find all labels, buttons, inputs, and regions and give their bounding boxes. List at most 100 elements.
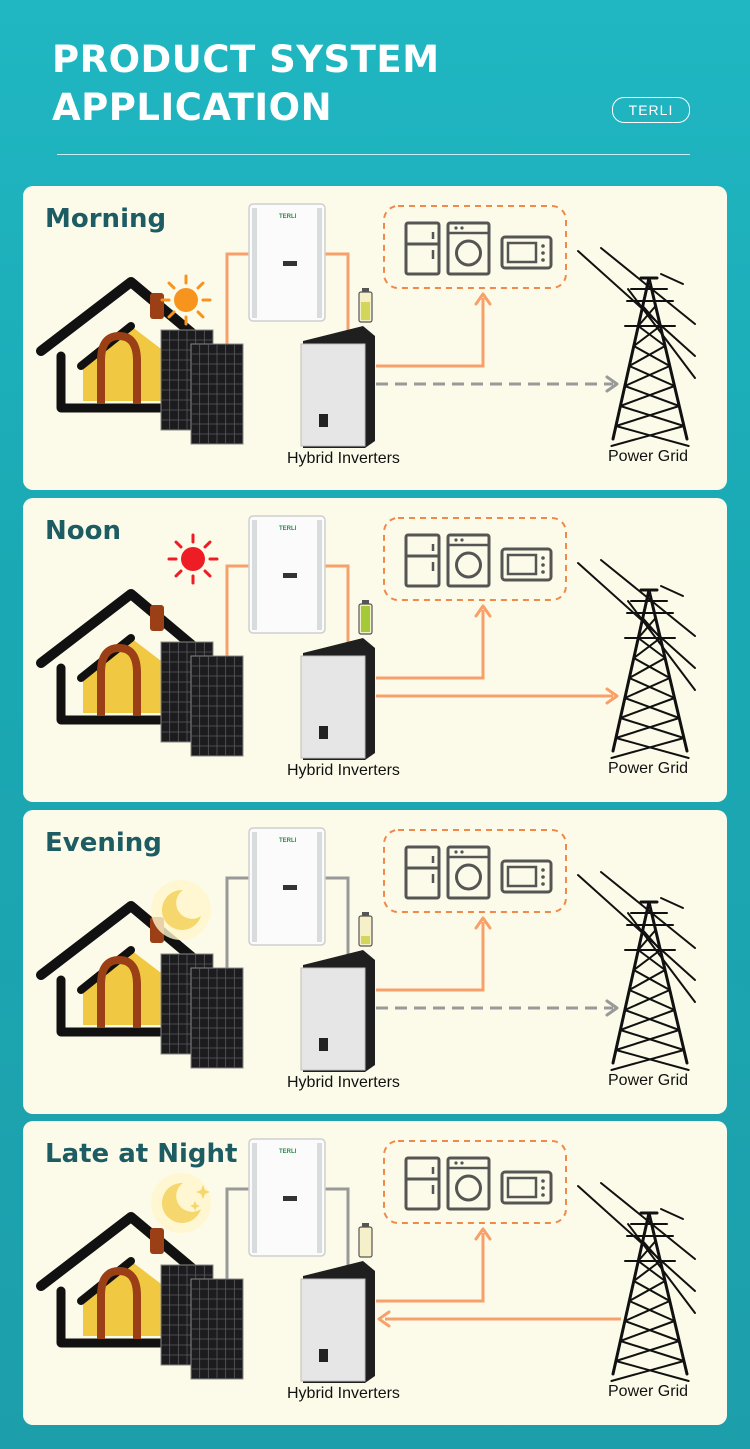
house-icon: [36, 901, 198, 1037]
hybrid-inverter: [300, 950, 375, 1072]
solar-panels: [160, 953, 244, 1069]
microwave-icon: [500, 1170, 553, 1205]
battery-cabinet: TERLI: [248, 1138, 326, 1257]
inverter-label: Hybrid Inverters: [287, 1385, 400, 1402]
grid-label: Power Grid: [608, 1072, 689, 1089]
solar-to-battery-line: [225, 1187, 249, 1281]
battery-level-icon: [358, 600, 373, 635]
phase-title: Late at Night: [45, 1139, 238, 1169]
moon-icon: [151, 880, 211, 940]
house-icon: [36, 277, 198, 413]
power-tower-icon: [577, 871, 696, 1071]
microwave-icon: [500, 547, 553, 582]
inverter-display: [319, 1038, 328, 1051]
solar-panel: [190, 967, 244, 1069]
power-tower-icon: [577, 559, 696, 759]
hybrid-inverter: [300, 638, 375, 760]
microwave-icon: [500, 859, 553, 894]
header-divider: [57, 154, 690, 155]
load-flow-arrow: [376, 916, 492, 992]
page-title: PRODUCT SYSTEM APPLICATION: [52, 36, 440, 132]
washing-machine-icon: [446, 221, 491, 276]
battery-display: [283, 885, 297, 890]
power-tower-icon: [577, 247, 696, 447]
chimney: [150, 1228, 164, 1254]
solar-panel: [190, 343, 244, 445]
battery-cabinet: TERLI: [248, 203, 326, 322]
panel-late-night: TERLI Late at Night Hybrid Inverters Pow…: [23, 1121, 727, 1425]
solar-panel: [190, 1278, 244, 1380]
battery-cabinet: TERLI: [248, 515, 326, 634]
brand-badge: TERLI: [612, 97, 690, 123]
refrigerator-icon: [404, 1156, 441, 1211]
solar-panel: [190, 655, 244, 757]
inverter-label: Hybrid Inverters: [287, 762, 400, 779]
house-icon: [36, 589, 198, 725]
solar-to-battery-line: [225, 876, 249, 970]
grid-flow-arrow: [376, 375, 619, 393]
washing-machine-icon: [446, 533, 491, 588]
moon-icon: [151, 1173, 211, 1233]
phase-title: Morning: [45, 204, 167, 234]
system-diagram: TERLI: [36, 203, 696, 448]
grid-flow-arrow: [377, 1310, 621, 1328]
refrigerator-icon: [404, 533, 441, 588]
refrigerator-icon: [404, 221, 441, 276]
appliances-group: [383, 205, 567, 289]
battery-level-icon: [358, 912, 373, 947]
battery-brand-logo: TERLI: [279, 838, 297, 844]
battery-brand-logo: TERLI: [279, 1149, 297, 1155]
solar-panels: [160, 641, 244, 757]
panel-morning: TERLI Morning Hybrid Inverters Power Gri…: [23, 186, 727, 490]
battery-to-inverter-line: [325, 876, 350, 968]
battery-display: [283, 1196, 297, 1201]
house-icon: [36, 1212, 198, 1348]
grid-flow-arrow: [376, 687, 619, 705]
power-tower-icon: [577, 1182, 696, 1382]
load-flow-arrow: [376, 1227, 492, 1303]
grid-label: Power Grid: [608, 760, 689, 777]
grid-label: Power Grid: [608, 1383, 689, 1400]
grid-flow-arrow: [376, 999, 619, 1017]
refrigerator-icon: [404, 845, 441, 900]
battery-to-inverter-line: [325, 1187, 350, 1279]
battery-display: [283, 261, 297, 266]
inverter-display: [319, 414, 328, 427]
washing-machine-icon: [446, 845, 491, 900]
battery-to-inverter-line: [325, 252, 350, 344]
sun-icon: [160, 274, 212, 326]
header: PRODUCT SYSTEM APPLICATION TERLI: [0, 0, 750, 170]
panel-evening: TERLI Evening Hybrid Inverters Power Gri…: [23, 810, 727, 1114]
system-diagram: TERLI: [36, 1138, 696, 1383]
solar-panels: [160, 1264, 244, 1380]
system-diagram: TERLI: [36, 515, 696, 760]
load-flow-arrow: [376, 604, 492, 680]
sun-icon: [167, 533, 219, 585]
star-icon: [190, 1201, 200, 1211]
appliances-group: [383, 829, 567, 913]
microwave-icon: [500, 235, 553, 270]
title-line-2: APPLICATION: [52, 86, 333, 129]
battery-cabinet: TERLI: [248, 827, 326, 946]
phase-title: Evening: [45, 828, 162, 858]
load-flow-arrow: [376, 292, 492, 368]
battery-to-inverter-line: [325, 564, 350, 656]
solar-to-battery-line: [225, 564, 249, 658]
inverter-display: [319, 726, 328, 739]
phase-title: Noon: [45, 516, 121, 546]
chimney: [150, 605, 164, 631]
battery-brand-logo: TERLI: [279, 214, 297, 220]
grid-label: Power Grid: [608, 448, 689, 465]
system-diagram: TERLI: [36, 827, 696, 1072]
chimney: [150, 293, 164, 319]
washing-machine-icon: [446, 1156, 491, 1211]
title-line-1: PRODUCT SYSTEM: [52, 38, 440, 81]
appliances-group: [383, 517, 567, 601]
panel-noon: TERLI Noon Hybrid Inverters Power Grid: [23, 498, 727, 802]
solar-panels: [160, 329, 244, 445]
solar-to-battery-line: [225, 252, 249, 346]
hybrid-inverter: [300, 326, 375, 448]
battery-display: [283, 573, 297, 578]
battery-brand-logo: TERLI: [279, 526, 297, 532]
inverter-display: [319, 1349, 328, 1362]
